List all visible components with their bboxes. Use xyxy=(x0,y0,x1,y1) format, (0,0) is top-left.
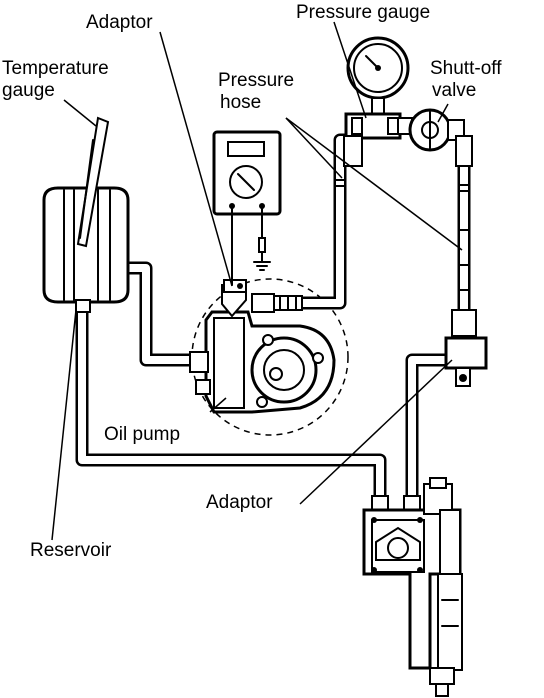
oil-pump xyxy=(189,279,336,414)
temperature-gauge xyxy=(76,116,110,248)
label-pressure-hose-line1: Pressure xyxy=(218,70,295,91)
label-pressure-gauge: Pressure gauge xyxy=(296,2,431,23)
leader-lines xyxy=(51,21,463,541)
hose-hatching xyxy=(334,179,470,291)
label-shutoff-valve-line2: valve xyxy=(432,80,477,101)
label-temperature-gauge-line1: Temperature xyxy=(2,58,109,79)
pressure-gauge xyxy=(343,36,410,167)
shutoff-valve xyxy=(397,108,473,167)
label-oil-pump: Oil pump xyxy=(104,424,181,445)
label-shutoff-valve-line1: Shutt-off xyxy=(430,58,502,79)
label-pressure-hose-line2: hose xyxy=(220,92,262,113)
label-adaptor-top: Adaptor xyxy=(86,12,153,33)
pump-outlet-fitting xyxy=(251,293,303,313)
label-reservoir: Reservoir xyxy=(30,540,112,561)
steering-gear-box xyxy=(362,477,463,697)
label-adaptor-bottom: Adaptor xyxy=(206,492,273,513)
lower-adaptor xyxy=(444,309,488,387)
label-temperature-gauge-line2: gauge xyxy=(2,80,55,101)
multimeter xyxy=(212,130,282,286)
